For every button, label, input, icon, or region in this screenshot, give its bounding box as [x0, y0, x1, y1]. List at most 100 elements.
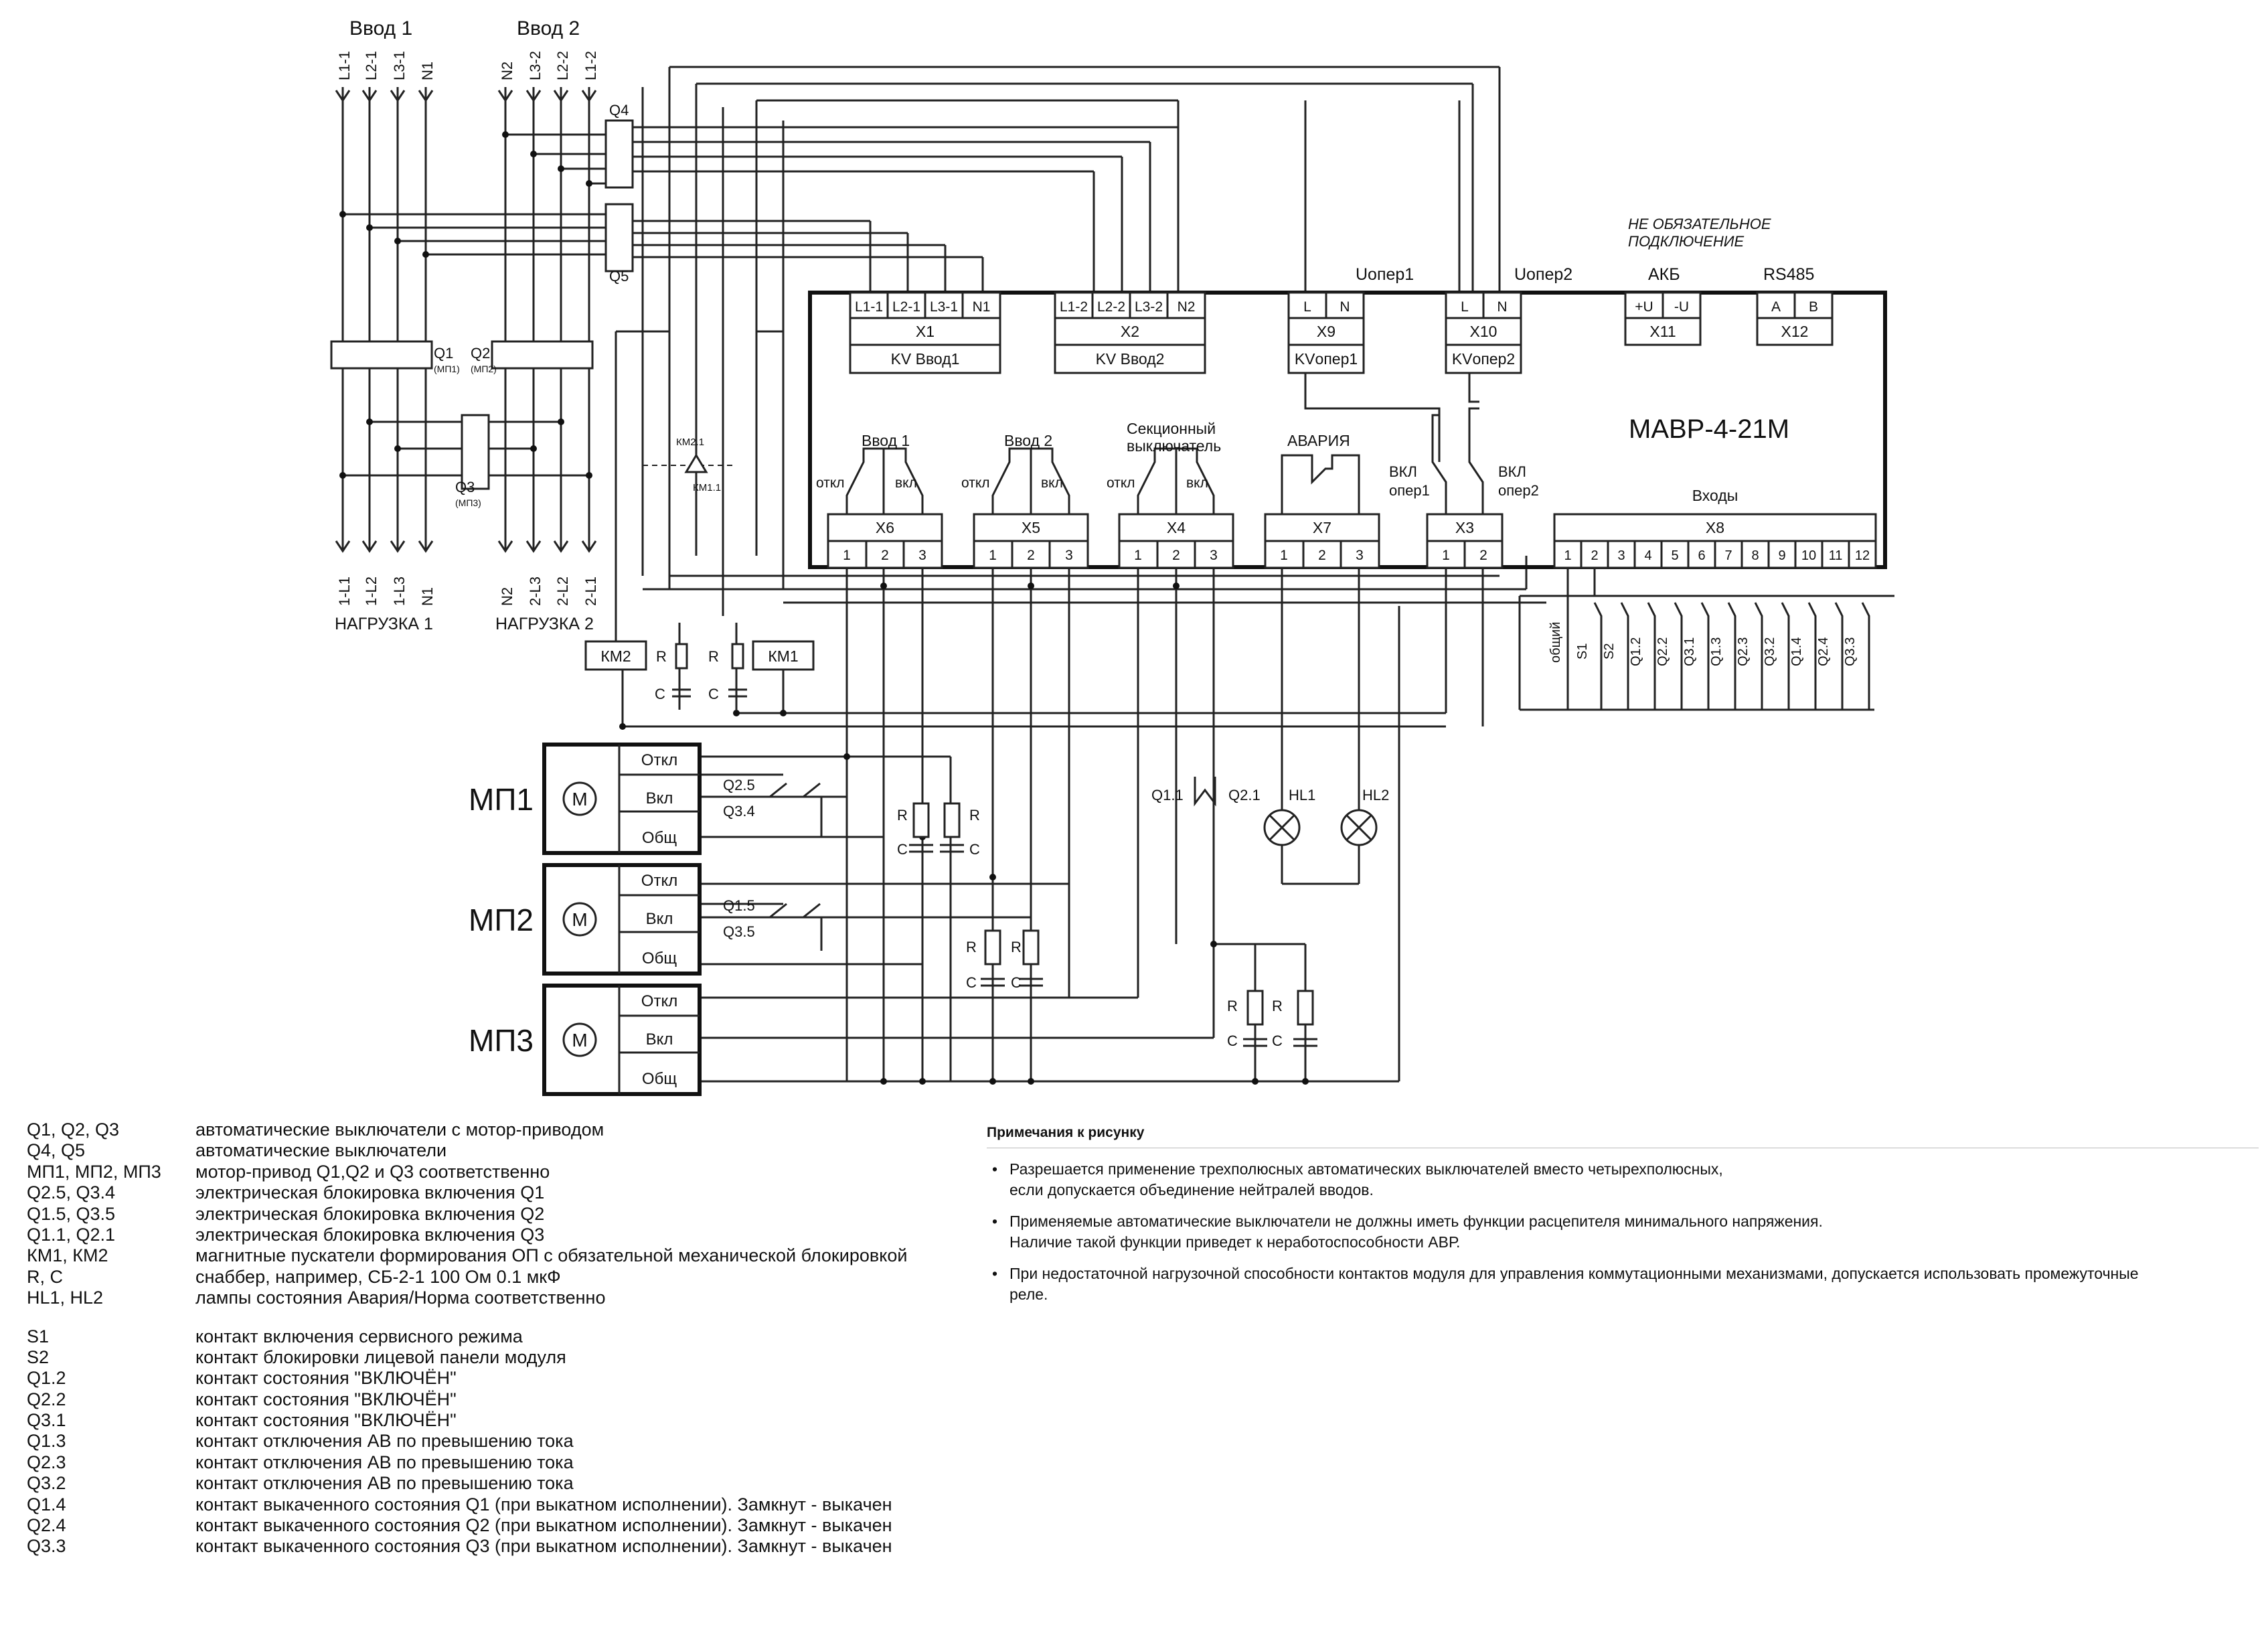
- relay-vkl: вкл: [895, 475, 917, 491]
- x8-input-label: Q2.4: [1816, 637, 1831, 666]
- connector-x5: [973, 513, 1089, 569]
- contactor-km: [643, 453, 736, 473]
- figure-notes: Примечания к рисунку •Разрешается примен…: [987, 1125, 2259, 1305]
- x8-pin: 7: [1724, 548, 1732, 563]
- input-1-label: Ввод 1: [349, 17, 412, 40]
- pin-label: L: [1461, 299, 1469, 315]
- mp2-label: МП2: [469, 903, 534, 937]
- relay-vkl-oper2: ВКЛ: [1498, 463, 1526, 480]
- pin-label: 3: [918, 548, 926, 563]
- legend-desc: контакт состояния "ВКЛЮЧЁН": [195, 1368, 457, 1389]
- load-phase-label: 2-L3: [527, 576, 544, 606]
- legend-code: Q2.2: [27, 1389, 66, 1409]
- optional-note: ПОДКЛЮЧЕНИЕ: [1628, 233, 1744, 250]
- q2-label: Q2: [471, 345, 490, 362]
- phase-label: L2-2: [554, 51, 571, 80]
- legend-desc: контакт состояния "ВКЛЮЧЁН": [195, 1410, 457, 1431]
- pin-label: B: [1809, 299, 1818, 315]
- relay-vkl: вкл: [1186, 475, 1208, 491]
- motor-otkl: Откл: [641, 872, 677, 890]
- q3-label: Q3: [455, 479, 475, 495]
- optional-note: НЕ ОБЯЗАТЕЛЬНОЕ: [1628, 216, 1771, 232]
- motor-obsh: Общ: [642, 949, 677, 968]
- legend-code: Q1, Q2, Q3: [27, 1119, 120, 1140]
- relay-vkl: вкл: [1041, 475, 1063, 491]
- q1-sub-label: (МП1): [434, 364, 460, 374]
- legend-desc: мотор-привод Q1,Q2 и Q3 соответственно: [195, 1161, 550, 1182]
- legend-code: МП1, МП2, МП3: [27, 1161, 161, 1182]
- note-line: Применяемые автоматические выключатели н…: [1009, 1213, 1823, 1230]
- pin-label: N: [1340, 299, 1350, 315]
- breaker-q5: [604, 203, 634, 273]
- connector-x4: [1118, 513, 1234, 569]
- km11-label: КМ1.1: [693, 482, 721, 493]
- legend-code: S2: [27, 1346, 50, 1367]
- relay-vkl-oper2: опер2: [1498, 482, 1539, 499]
- relay-avaria-label: АВАРИЯ: [1287, 432, 1350, 449]
- pin-label: 2: [1027, 548, 1035, 563]
- x8-pin: 3: [1617, 548, 1625, 563]
- relay-otkl: откл: [816, 475, 845, 491]
- connector-x3: [1426, 513, 1504, 569]
- legend-desc: контакт выкаченного состояния Q3 (при вы…: [195, 1536, 892, 1557]
- pin-label: 1: [989, 548, 997, 563]
- connector-x10: [1445, 291, 1522, 374]
- power-wires: [341, 66, 1894, 1083]
- relay-otkl: откл: [961, 475, 990, 491]
- x8-input-label: S2: [1602, 643, 1617, 660]
- connector-x7: [1264, 513, 1380, 569]
- q5-label: Q5: [609, 268, 629, 285]
- x9-desc: KVопер1: [1295, 350, 1358, 368]
- x10-desc: KVопер2: [1452, 350, 1515, 368]
- legend-desc: автоматические выключатели: [195, 1140, 447, 1161]
- relay-vvod1-label: Ввод 1: [862, 432, 910, 449]
- x8-pin: 6: [1698, 548, 1705, 563]
- legend-code: Q1.2: [27, 1368, 66, 1389]
- note-line: реле.: [1009, 1286, 1048, 1303]
- pin-label: +U: [1635, 299, 1653, 315]
- relay-vvod2-label: Ввод 2: [1004, 432, 1052, 449]
- pin-label: 2: [881, 548, 889, 563]
- pin-label: L3-2: [1135, 299, 1163, 315]
- r-label: R: [966, 939, 977, 955]
- motor-vkl: Вкл: [646, 910, 673, 928]
- q21-label: Q2.1: [1228, 787, 1261, 803]
- legend-code: HL1, HL2: [27, 1288, 104, 1308]
- legend-code: Q1.5, Q3.5: [27, 1203, 116, 1224]
- note-item: •При недостаточной нагрузочной способнос…: [987, 1263, 2259, 1305]
- legend-desc: электрическая блокировка включения Q2: [195, 1203, 545, 1224]
- pin-label: 3: [1065, 548, 1073, 563]
- pin-label: 2: [1479, 548, 1487, 563]
- motor-mp2: [542, 863, 702, 976]
- phase-label: L3-1: [391, 51, 408, 80]
- c-label: C: [897, 841, 908, 858]
- note-item: •Разрешается применение трехполюсных авт…: [987, 1159, 2259, 1201]
- x8-pin: 2: [1591, 548, 1598, 563]
- x5-name: X5: [1022, 519, 1040, 536]
- motor-snubbers: [909, 802, 1317, 1047]
- relay-contacts: [845, 373, 1870, 710]
- motor-m: М: [572, 1030, 587, 1051]
- x11-name: X11: [1649, 323, 1676, 340]
- pin-label: L2-1: [892, 299, 920, 315]
- uoper1-label: Uопер1: [1356, 265, 1414, 284]
- load-phase-label: 1-L3: [391, 576, 408, 606]
- legend-desc: снаббер, например, СБ-2-1 100 Ом 0.1 мкФ: [195, 1266, 561, 1287]
- legend-code: S1: [27, 1326, 50, 1346]
- pin-label: 1: [1280, 548, 1288, 563]
- legend-row: Q1.5, Q3.5 электрическая блокировка включ…: [27, 1204, 977, 1225]
- pin-label: L1-1: [855, 299, 883, 315]
- x8-input-label: Q3.3: [1843, 637, 1858, 666]
- r-label: R: [1227, 998, 1238, 1014]
- legend-desc: магнитные пускатели формирования ОП с об…: [195, 1245, 908, 1266]
- pin-label: L3-1: [930, 299, 958, 315]
- legend-code: Q2.4: [27, 1515, 66, 1536]
